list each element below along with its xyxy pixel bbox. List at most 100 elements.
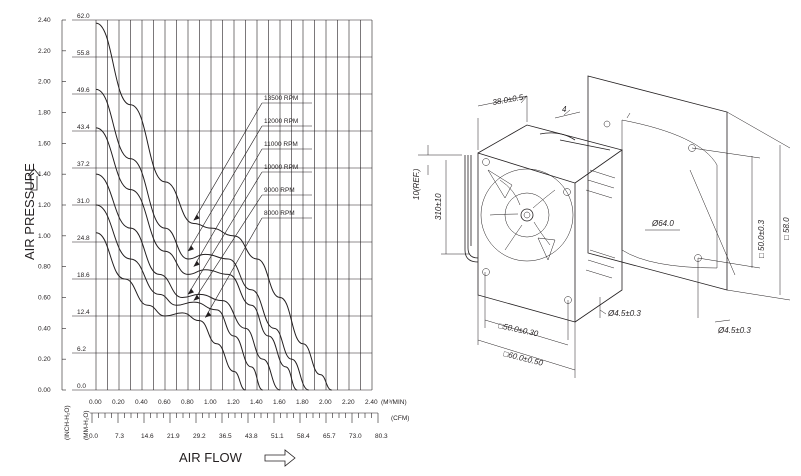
mount-hole-icon bbox=[482, 268, 490, 276]
x-tick-label-primary: 1.60 bbox=[273, 399, 286, 406]
ref-dim: 10(REF.) bbox=[412, 168, 421, 200]
y-tick-label-inner: 0.0 bbox=[77, 383, 86, 390]
y-tick-label-inner: 55.8 bbox=[77, 50, 90, 57]
y-tick-label-left: 1.00 bbox=[38, 233, 51, 240]
leader-arrow-icon bbox=[193, 260, 200, 267]
leader-arrow-icon bbox=[188, 245, 194, 252]
y-tick-label-inner: 49.6 bbox=[77, 87, 90, 94]
mount-hole-icon bbox=[482, 158, 490, 166]
x-tick-label-primary: 0.00 bbox=[89, 399, 102, 406]
series-line bbox=[95, 22, 332, 391]
y-tick-label-left: 2.40 bbox=[38, 17, 51, 24]
series-line bbox=[95, 88, 309, 391]
series-label: 10000 RPM bbox=[264, 164, 298, 171]
y-tick-label-inner: 24.8 bbox=[77, 235, 90, 242]
x-tick-label-secondary: 73.0 bbox=[349, 433, 362, 440]
x-tick-label-secondary: 58.4 bbox=[297, 433, 310, 440]
series-label: 13500 RPM bbox=[264, 95, 298, 102]
x-tick-label-primary: 1.20 bbox=[227, 399, 240, 406]
x-tick-label-secondary: 80.3 bbox=[375, 433, 388, 440]
y-axis-arrow-icon bbox=[27, 168, 41, 191]
leader-arrow-icon bbox=[193, 214, 200, 221]
x-unit-secondary: (CFM) bbox=[391, 415, 409, 422]
x-tick-label-primary: 0.40 bbox=[135, 399, 148, 406]
series-line bbox=[95, 173, 281, 391]
x-tick-label-secondary: 21.9 bbox=[167, 433, 180, 440]
series-label-leader bbox=[193, 194, 263, 301]
x-tick-label-secondary: 65.7 bbox=[323, 433, 336, 440]
series-labels: 13500 RPM 12000 RPM 11000 RPM 10000 RPM 9000… bbox=[187, 95, 312, 318]
leader-arrow-icon bbox=[188, 288, 194, 295]
fan-frame-front bbox=[477, 152, 576, 323]
plate-hole-icon bbox=[603, 120, 611, 128]
hole-pitch-front-dim: □50.0±0.30 bbox=[498, 321, 540, 338]
frame-size-front-dim: □60.0±0.50 bbox=[503, 349, 545, 368]
y-tick-label-left: 2.20 bbox=[38, 48, 51, 55]
y-tick-label-inner: 12.4 bbox=[77, 309, 90, 316]
y-tick-label-left: 0.60 bbox=[38, 295, 51, 302]
y-tick-label-inner: 31.0 bbox=[77, 198, 90, 205]
y-tick-label-inner: 43.4 bbox=[77, 124, 90, 131]
x-tick-label-secondary: 36.5 bbox=[219, 433, 232, 440]
series-label: 11000 RPM bbox=[264, 141, 298, 148]
fan-drawing: 38.0±0.5 4 10(REF.) 310±10 □50.0±0.30 □6… bbox=[412, 75, 791, 378]
x-tick-label-primary: 1.40 bbox=[250, 399, 263, 406]
x-tick-label-primary: 1.00 bbox=[204, 399, 217, 406]
series-label: 12000 RPM bbox=[264, 118, 298, 125]
series-label-leader bbox=[204, 217, 263, 318]
series-label: 9000 RPM bbox=[264, 187, 295, 194]
plate-hole-icon bbox=[688, 144, 696, 152]
frame-rear-dim: □ 58.0 bbox=[782, 217, 791, 240]
chart-curves bbox=[95, 22, 332, 391]
x-tick-label-primary: 2.40 bbox=[365, 399, 378, 406]
series-line bbox=[95, 232, 246, 391]
y-tick-label-left: 0.40 bbox=[38, 325, 51, 332]
x-tick-label-secondary: 51.1 bbox=[271, 433, 284, 440]
x-unit-primary: (M³/MIN) bbox=[381, 399, 407, 406]
y-axis-label: AIR PRESSURE bbox=[22, 163, 37, 260]
series-label-leader bbox=[187, 125, 263, 252]
x-tick-label-secondary: 29.2 bbox=[193, 433, 206, 440]
hole-dia-rear-dim: Ø4.5±0.3 bbox=[717, 326, 751, 335]
lead-wires bbox=[464, 155, 479, 263]
x-tick-label-secondary: 43.8 bbox=[245, 433, 258, 440]
lead-dim: 310±10 bbox=[434, 193, 443, 220]
x-tick-label-secondary: 0.0 bbox=[89, 433, 98, 440]
y-tick-label-left: 0.00 bbox=[38, 387, 51, 394]
x-tick-label-secondary: 7.3 bbox=[115, 433, 124, 440]
mounting-plate bbox=[587, 75, 728, 291]
y-tick-label-left: 1.80 bbox=[38, 110, 51, 117]
y-tick-label-inner: 62.0 bbox=[77, 13, 90, 20]
y-tick-label-left: 1.40 bbox=[38, 171, 51, 178]
x-tick-label-primary: 2.20 bbox=[342, 399, 355, 406]
hole-dia-front-dim: Ø4.5±0.3 bbox=[607, 309, 641, 318]
y-unit-primary: (INCH-H₂O) bbox=[64, 405, 71, 440]
series-label-leader bbox=[193, 102, 263, 221]
series-line bbox=[95, 204, 263, 391]
y-tick-label-left: 2.00 bbox=[38, 79, 51, 86]
x-tick-label-secondary: 14.6 bbox=[141, 433, 154, 440]
x-axis-arrow-icon bbox=[264, 449, 296, 467]
y-tick-label-left: 1.60 bbox=[38, 140, 51, 147]
series-label: 8000 RPM bbox=[264, 210, 295, 217]
leader-arrow-icon bbox=[193, 294, 200, 301]
series-line bbox=[95, 127, 298, 391]
y-tick-label-inner: 18.6 bbox=[77, 272, 90, 279]
x-tick-label-primary: 0.80 bbox=[181, 399, 194, 406]
x-tick-label-primary: 2.00 bbox=[319, 399, 332, 406]
chart-grid bbox=[95, 19, 373, 391]
x-axis-label: AIR FLOW bbox=[179, 450, 243, 465]
mount-hole-icon bbox=[563, 188, 571, 196]
y-tick-label-inner: 6.2 bbox=[77, 346, 86, 353]
y-tick-label-left: 0.80 bbox=[38, 264, 51, 271]
x-tick-label-primary: 0.60 bbox=[158, 399, 171, 406]
x-tick-label-primary: 1.80 bbox=[296, 399, 309, 406]
hole-pitch-rear-dim: □ 50.0±0.3 bbox=[757, 219, 766, 258]
x-tick-label-primary: 0.20 bbox=[112, 399, 125, 406]
depth-dim: 38.0±0.5 bbox=[492, 93, 525, 107]
series-label-leader bbox=[193, 148, 263, 267]
y-tick-label-inner: 37.2 bbox=[77, 161, 90, 168]
series-label-leader bbox=[187, 171, 263, 295]
depth-small-dim: 4 bbox=[562, 105, 567, 114]
